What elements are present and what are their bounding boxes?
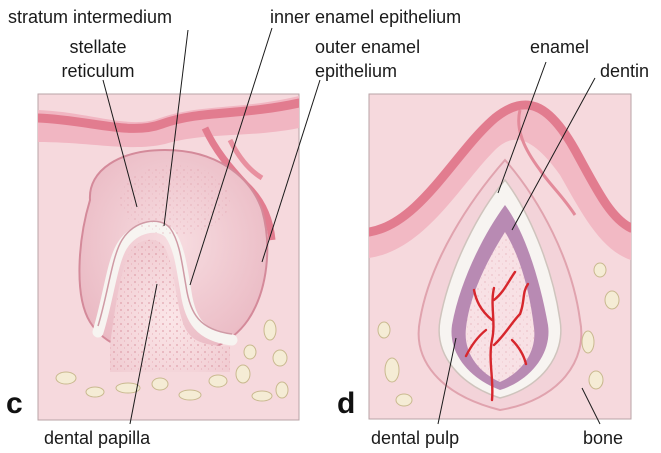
label-outer-enamel-epithelium-line1: outer enamel (315, 37, 420, 57)
label-stellate-reticulum-line1: stellate (69, 37, 126, 57)
label-dentin: dentin (600, 61, 649, 81)
label-stellate-reticulum-line2: reticulum (61, 61, 134, 81)
panel-d (369, 94, 631, 419)
label-outer-enamel-epithelium-line2: epithelium (315, 61, 397, 81)
panel-d-letter: d (337, 387, 355, 420)
label-inner-enamel-epithelium: inner enamel epithelium (270, 7, 461, 27)
label-dental-papilla: dental papilla (44, 428, 151, 448)
label-enamel: enamel (530, 37, 589, 57)
label-stratum-intermedium: stratum intermedium (8, 7, 172, 27)
panel-c (38, 94, 299, 420)
panel-c-letter: c (6, 387, 23, 420)
label-bone: bone (583, 428, 623, 448)
label-dental-pulp: dental pulp (371, 428, 459, 448)
